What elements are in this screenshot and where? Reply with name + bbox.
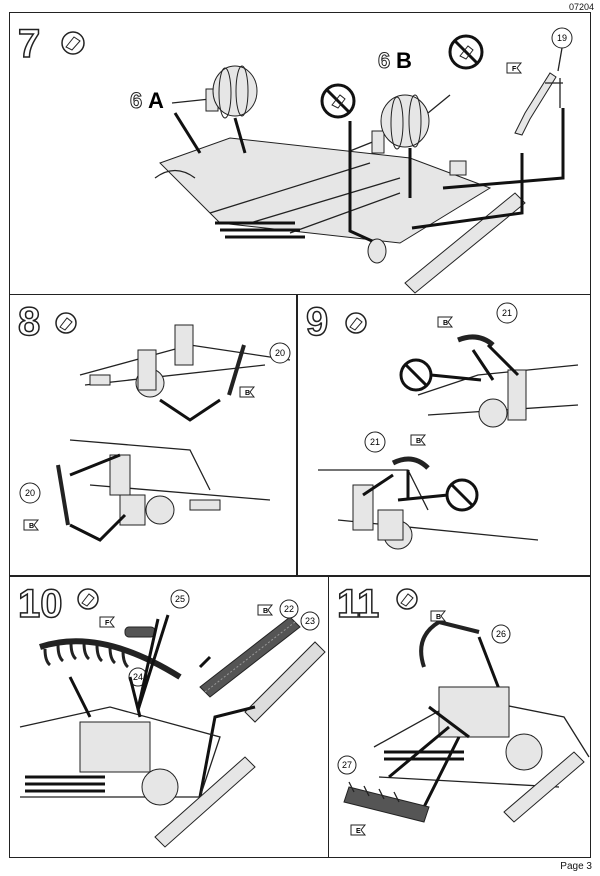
sprue-ref-b: B xyxy=(416,438,421,445)
part-23-radiator-grille: 23 xyxy=(198,611,326,798)
step-number: 10 xyxy=(18,582,63,626)
page-number: Page 3 xyxy=(560,861,592,872)
brake-drum-b xyxy=(349,94,451,154)
part-number-24: 24 xyxy=(133,672,143,682)
step-11-panel: 11 26 B 27 E xyxy=(328,576,591,858)
step-number: 8 xyxy=(18,300,40,344)
sprue-ref-b: B xyxy=(29,523,34,530)
sprue-ref-b: B xyxy=(436,614,441,621)
step-number: 11 xyxy=(337,582,379,626)
sprue-ref-f: F xyxy=(105,620,110,627)
assembly-arrow xyxy=(233,117,247,154)
suspension-lower: 20 B xyxy=(19,439,271,542)
part-number-23: 23 xyxy=(305,616,315,626)
step-number: 9 xyxy=(306,300,328,344)
part-27-exhaust-set: 27 E xyxy=(337,755,430,836)
no-glue-icon xyxy=(448,34,484,70)
part-number-22: 22 xyxy=(284,604,294,614)
sub-b-number: 6 xyxy=(378,48,390,73)
suspension-upper: 20 B xyxy=(79,324,291,422)
assembly-arrow xyxy=(411,153,524,230)
step-11-illustration: 11 26 B 27 E xyxy=(336,581,590,836)
glue-icon xyxy=(77,588,99,610)
part-number-20: 20 xyxy=(275,348,285,358)
svg-text:F: F xyxy=(512,66,517,73)
part-24-exhaust: 24 xyxy=(39,638,182,687)
sprue-ref-b: B xyxy=(245,390,250,397)
part-number-25: 25 xyxy=(175,594,185,604)
glue-icon xyxy=(396,588,418,610)
brake-drum-a xyxy=(171,65,258,119)
sub-a-letter: A xyxy=(148,88,164,113)
part-number-27: 27 xyxy=(342,760,352,770)
step-number: 7 xyxy=(18,22,40,66)
chassis xyxy=(19,676,256,848)
glue-icon xyxy=(55,312,77,334)
step-9-panel: 9 21 B 21 xyxy=(297,294,591,576)
step-10-panel: 10 24 25 F 22 B xyxy=(9,576,329,858)
part-number-21: 21 xyxy=(502,308,512,318)
part-25: 25 F xyxy=(99,589,190,711)
part-number-19: 19 xyxy=(557,33,567,43)
step-8-illustration: 8 20 B 20 xyxy=(17,299,291,542)
step-8-panel: 8 20 B 20 xyxy=(9,294,297,576)
sprue-ref-b: B xyxy=(443,320,448,327)
assembly-arrow xyxy=(173,112,202,154)
suspension-lower: 21 B xyxy=(318,431,539,550)
document-code: 07204 xyxy=(568,2,594,12)
part-number-26: 26 xyxy=(496,629,506,639)
sprue-ref-e: E xyxy=(356,828,361,835)
part-number-21: 21 xyxy=(370,437,380,447)
chassis xyxy=(373,686,590,823)
assembly-arrow xyxy=(348,121,373,243)
sprue-ref-f: F xyxy=(506,62,523,74)
glue-icon xyxy=(61,31,85,55)
step-9-illustration: 9 21 B 21 xyxy=(305,299,579,550)
no-glue-icon xyxy=(320,83,356,119)
suspension-upper: 21 B xyxy=(399,302,579,428)
glue-icon xyxy=(345,312,367,334)
step-7-panel: 7 6 A 6 B xyxy=(9,12,591,295)
sub-a-number: 6 xyxy=(130,88,142,113)
assembly-arrow xyxy=(442,108,565,190)
step-7-illustration: 7 6 A 6 B xyxy=(17,21,573,294)
step-10-illustration: 10 24 25 F 22 B xyxy=(17,581,326,848)
chassis xyxy=(154,137,526,294)
sub-b-letter: B xyxy=(396,48,412,73)
part-number-20: 20 xyxy=(25,488,35,498)
sprue-ref-b: B xyxy=(263,608,268,615)
part-19: 19 xyxy=(514,27,573,136)
part-22-radiator: 22 B xyxy=(199,599,301,698)
